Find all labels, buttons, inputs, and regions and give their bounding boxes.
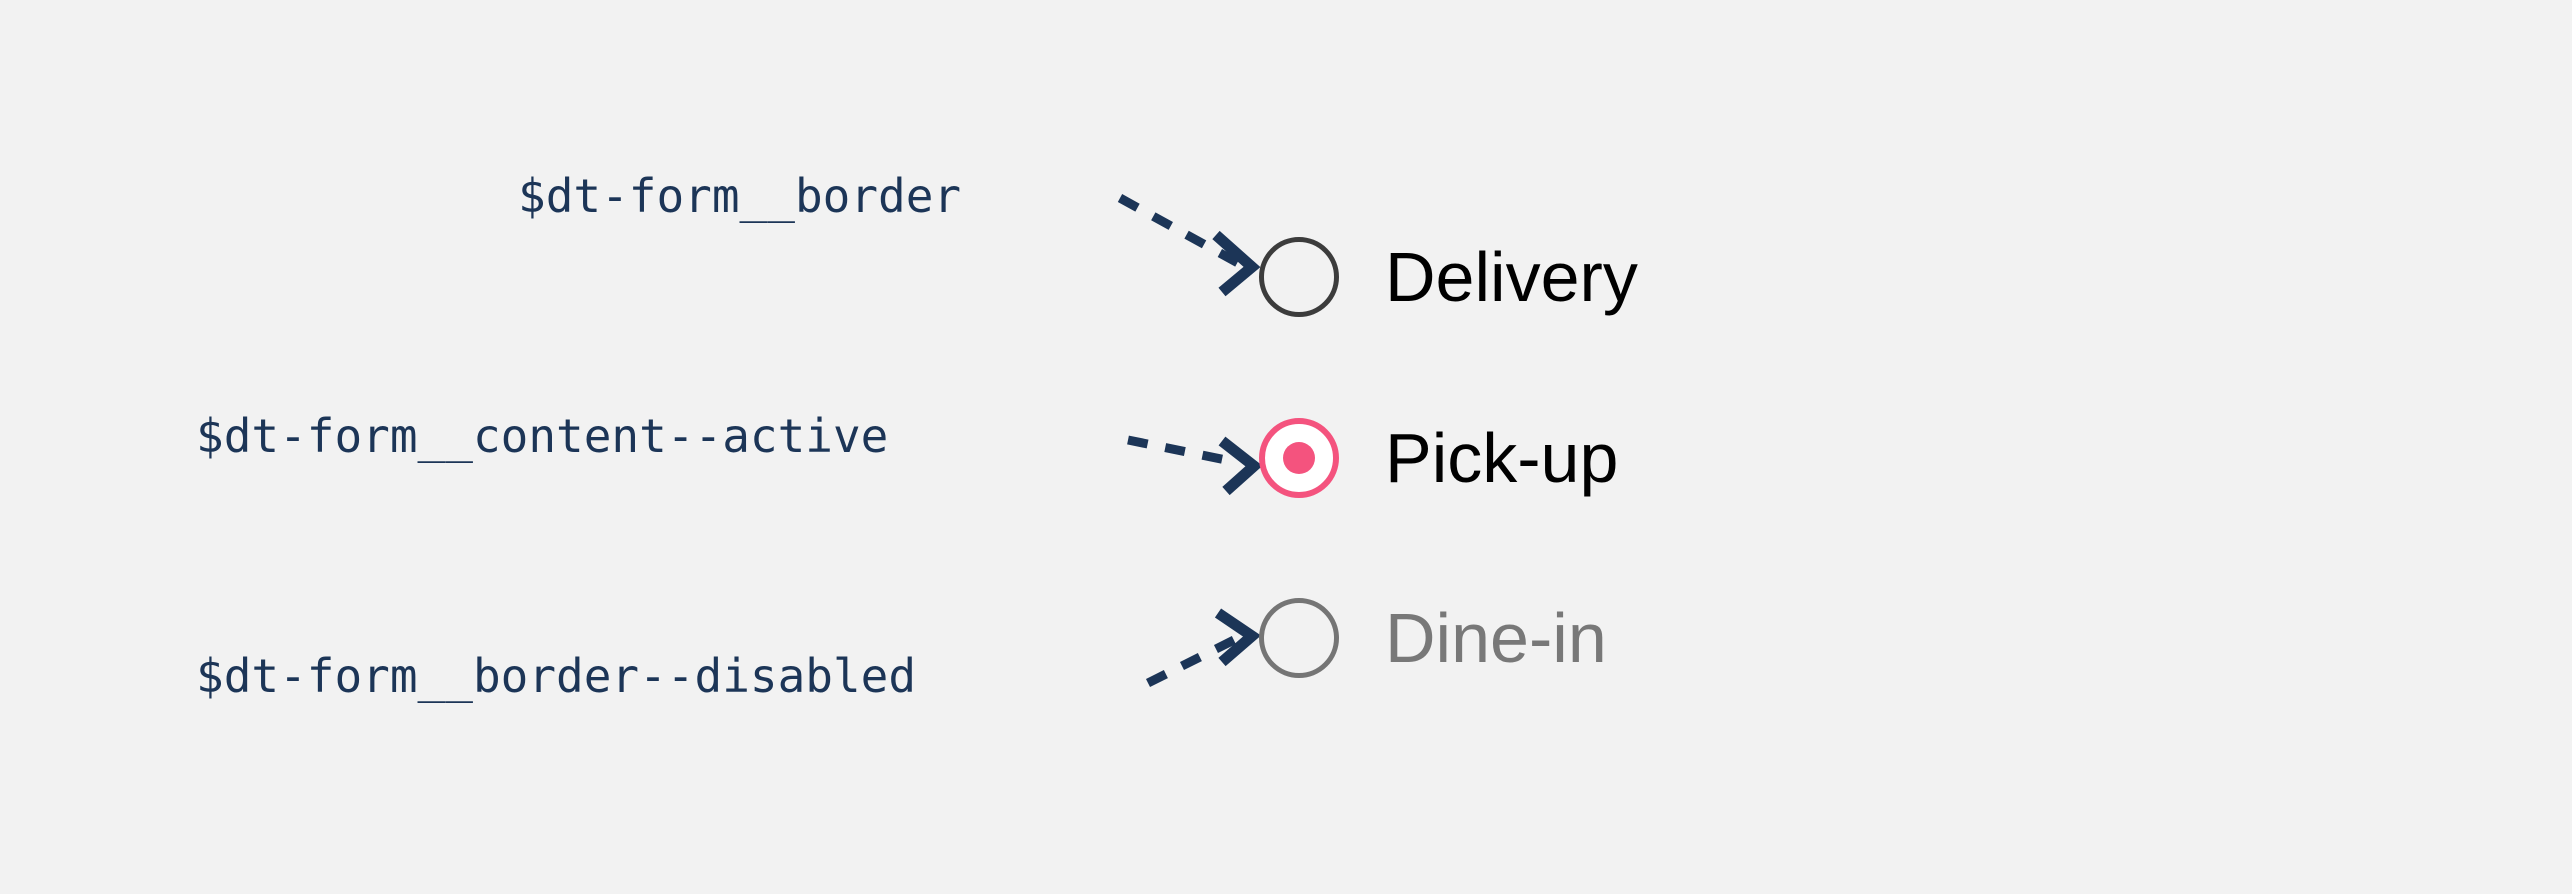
radio-option-dinein: Dine-in [1259,598,1607,678]
dashed-arrow-icon-border [1117,194,1261,297]
dashed-arrow-icon-border-disabled [1145,608,1262,688]
radio-option-label-pickup: Pick-up [1385,419,1619,497]
radio-option-delivery[interactable]: Delivery [1259,237,1638,317]
radio-option-pickup[interactable]: Pick-up [1259,418,1618,498]
radio-option-label-delivery: Delivery [1385,238,1638,316]
annotation-token-border: $dt-form__border [518,169,962,223]
annotation-token-border-disabled: $dt-form__border--disabled [196,649,917,703]
radio-pickup[interactable] [1259,418,1339,498]
radio-option-label-dinein: Dine-in [1385,599,1607,677]
radio-delivery[interactable] [1259,237,1339,317]
radio-dinein [1259,598,1339,678]
annotation-token-content-active: $dt-form__content--active [196,409,889,463]
radio-selected-dot-icon [1283,442,1315,474]
dashed-arrow-icon-content-active [1127,435,1263,496]
